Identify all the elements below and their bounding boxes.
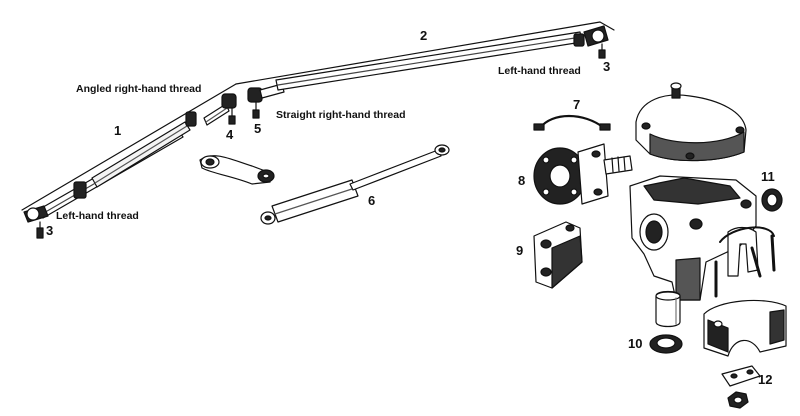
ball-joint-right (573, 25, 609, 59)
caption-left-hand-thread-upper: Left-hand thread (498, 65, 581, 77)
caption-left-hand-thread-lower: Left-hand thread (56, 210, 139, 222)
bush-sleeve (655, 290, 681, 328)
callout-3-lower: 3 (46, 223, 54, 238)
callout-9: 9 (516, 243, 524, 258)
callout-4: 4 (226, 127, 234, 142)
callout-5: 5 (254, 121, 262, 136)
callout-6: 6 (368, 193, 376, 208)
steering-box-housing (629, 175, 776, 301)
tab-washer (721, 365, 761, 387)
leader-line-rod-1 (21, 83, 237, 211)
track-rod-straight (275, 31, 583, 91)
callout-12: 12 (758, 372, 773, 387)
tie-rod-end-4 (203, 93, 237, 126)
callout-2: 2 (420, 28, 428, 43)
leader-line-rod-2 (235, 21, 615, 85)
bearing (761, 188, 783, 212)
clamp-nut (73, 111, 197, 199)
oil-seal (649, 334, 683, 354)
steering-box-cover (635, 82, 747, 162)
idler-arm (199, 155, 275, 185)
flexible-coupling (533, 143, 633, 205)
nut (727, 391, 749, 409)
caption-angled-right-hand-thread: Angled right-hand thread (76, 83, 202, 95)
caption-straight-right-hand-thread: Straight right-hand thread (276, 109, 406, 121)
callout-3-upper: 3 (603, 59, 611, 74)
callout-8: 8 (518, 173, 526, 188)
strap-bracket (533, 115, 611, 131)
saddle-bracket (703, 299, 787, 357)
callout-7: 7 (573, 97, 581, 112)
steering-damper (260, 144, 450, 225)
coupling-yoke (533, 221, 583, 289)
callout-11: 11 (761, 169, 775, 184)
ball-joint-left (23, 205, 49, 239)
callout-1: 1 (114, 123, 122, 138)
callout-10: 10 (628, 336, 643, 351)
